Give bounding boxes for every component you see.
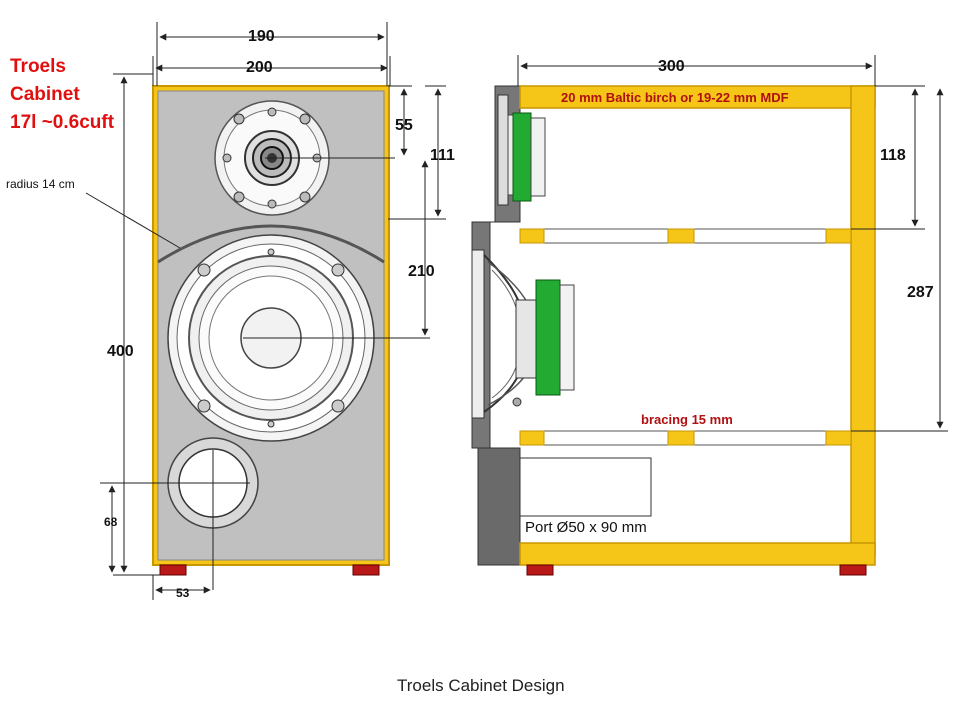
material-note: 20 mm Baltic birch or 19-22 mm MDF [561, 90, 789, 105]
dim-depth: 300 [658, 58, 685, 75]
side-foot-front [526, 564, 554, 576]
dim-height: 400 [107, 343, 134, 360]
upper-bracing [519, 228, 852, 244]
dim-tweeter-center: 111 [430, 147, 455, 164]
dim-top-section: 118 [880, 147, 906, 164]
baffle-radius-arc [157, 224, 385, 264]
side-port-tube [519, 457, 652, 517]
dim-woofer-offset: 210 [408, 263, 435, 280]
side-woofer [471, 249, 575, 419]
dim-tweeter-h: 55 [395, 117, 413, 134]
bass-port [167, 437, 259, 590]
title-line-2: Cabinet [10, 84, 80, 105]
dim-mid-section: 287 [907, 284, 934, 301]
title-line-3: 17l ~0.6cuft [10, 112, 115, 133]
lower-bracing [519, 430, 852, 446]
side-view: 20 mm Baltic birch or 19-22 mm MDF braci… [471, 55, 948, 576]
dim-top-outer: 200 [246, 59, 273, 76]
front-foot-right [352, 564, 380, 576]
diagram-title: Troels Cabinet 17l ~0.6cuft [10, 56, 115, 133]
side-bottom-panel [519, 542, 876, 566]
caption: Troels Cabinet Design [397, 676, 565, 695]
side-foot-back [839, 564, 867, 576]
dim-top-inner: 190 [248, 28, 275, 45]
front-view: 190 200 400 55 111 210 68 53 radius 14 c [6, 22, 455, 600]
front-foot-left [159, 564, 187, 576]
dim-port-offset: 53 [176, 586, 190, 600]
dim-port-height: 68 [104, 515, 118, 529]
side-tweeter [497, 94, 546, 206]
port-note: Port Ø50 x 90 mm [525, 519, 647, 536]
side-back-panel [850, 85, 876, 557]
radius-note: radius 14 cm [6, 177, 75, 191]
title-line-1: Troels [10, 56, 66, 77]
bracing-note: bracing 15 mm [641, 412, 733, 427]
